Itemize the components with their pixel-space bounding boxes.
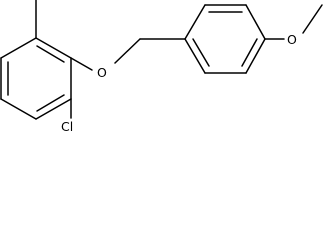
- chlorotoluene-ring: [0, 37, 72, 120]
- bond-ring1-c6-c1: [0, 37, 37, 59]
- ether-oxygen-label: O: [97, 65, 107, 80]
- methoxy-oxygen-label: O: [287, 32, 297, 47]
- bond-o-ch2: [114, 38, 141, 64]
- bond-ring1-c1-c2: [35, 37, 72, 59]
- bond-ring2-c4-c5: [245, 38, 266, 74]
- bond-ring2-c6-c1: [184, 38, 206, 74]
- bond-ring1-o: [70, 57, 93, 71]
- double-bond-ring2-c: [192, 38, 210, 67]
- double-bond-ring2-b: [241, 38, 258, 67]
- methoxyphenyl-ring: [184, 4, 266, 74]
- bond-ring2-c3-c4: [245, 4, 266, 40]
- bond-ring1-c4-c5: [0, 98, 37, 120]
- chlorine-label: Cl: [61, 119, 73, 134]
- bond-ring1-c3-c4: [35, 98, 72, 120]
- structure-canvas: Cl O O: [0, 0, 323, 134]
- bond-ring2-c1-c2: [184, 4, 206, 40]
- double-bond-ring1-b: [36, 94, 65, 112]
- molecule-drawing: Cl O O: [0, 0, 323, 134]
- double-bond-ring1-a: [36, 45, 65, 63]
- bond-methoxy-o-ch3: [302, 4, 323, 34]
